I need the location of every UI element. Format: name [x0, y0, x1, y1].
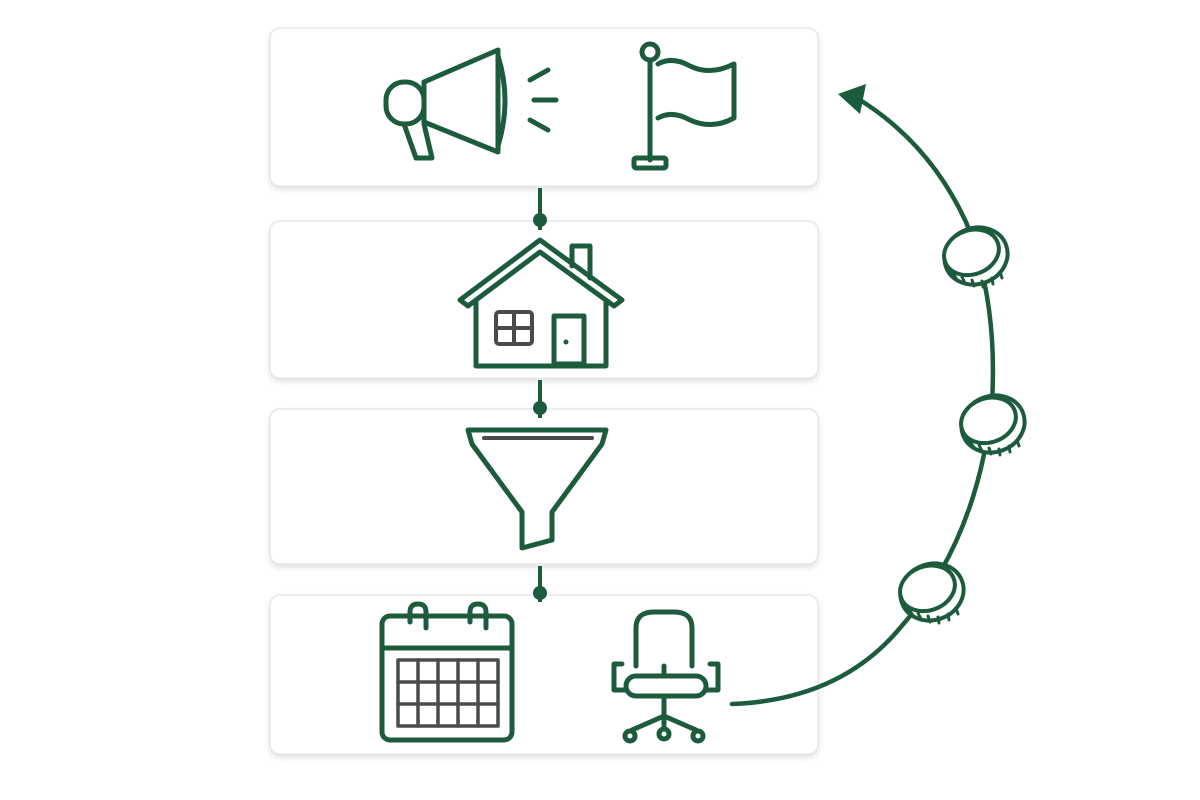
- connector-3-4: [533, 566, 547, 602]
- stage-card-1: [269, 27, 819, 187]
- stage-card-4: [269, 594, 819, 755]
- connector-2-3: [533, 380, 547, 418]
- loop-arrow-head: [838, 84, 866, 114]
- connector-1-2: [533, 188, 547, 230]
- megaphone-icon: [383, 47, 559, 161]
- house-icon: [457, 237, 625, 369]
- coin-icon: [959, 393, 1027, 457]
- office-chair-icon: [611, 609, 721, 744]
- calendar-icon: [379, 601, 515, 743]
- flag-icon: [631, 41, 737, 171]
- coin-icon: [898, 561, 966, 625]
- coin-icon: [942, 225, 1010, 289]
- funnel-icon: [465, 427, 609, 551]
- calendar-grid: [396, 658, 500, 728]
